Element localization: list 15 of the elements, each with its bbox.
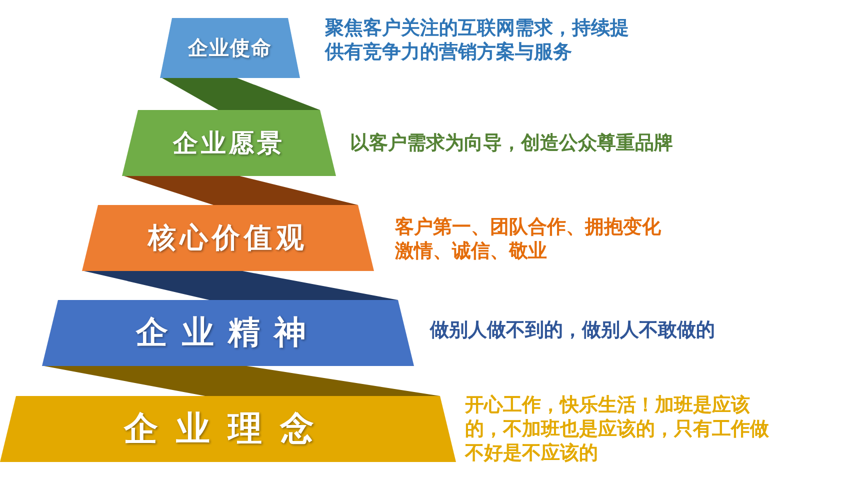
trapezoid-tier [122, 110, 336, 176]
tier-title: 企业精神 [134, 312, 321, 353]
tier-description: 开心工作，快乐生活！加班是应该的，不加班也是应该的，只有工作做不好是不应该的 [465, 393, 770, 465]
trapezoid-tier [160, 18, 300, 78]
tier-description: 客户第一、团队合作、拥抱变化激情、诚信、敬业 [395, 215, 662, 263]
trapezoid-tier [42, 300, 414, 366]
trapezoid-tier [0, 396, 456, 462]
tier-title: 企业使命 [186, 34, 273, 62]
tier-description: 聚焦客户关注的互联网需求，持续提供有竞争力的营销方案与服务 [325, 16, 630, 64]
tier-description: 以客户需求为向导，创造公众尊重品牌 [350, 131, 674, 155]
tier-title: 企业理念 [122, 408, 333, 451]
trapezoid-tier [82, 205, 374, 271]
tier-title: 核心价值观 [146, 220, 309, 256]
tier-description: 做别人做不到的，做别人不敢做的 [430, 318, 716, 342]
tier-title: 企业愿景 [172, 128, 286, 160]
